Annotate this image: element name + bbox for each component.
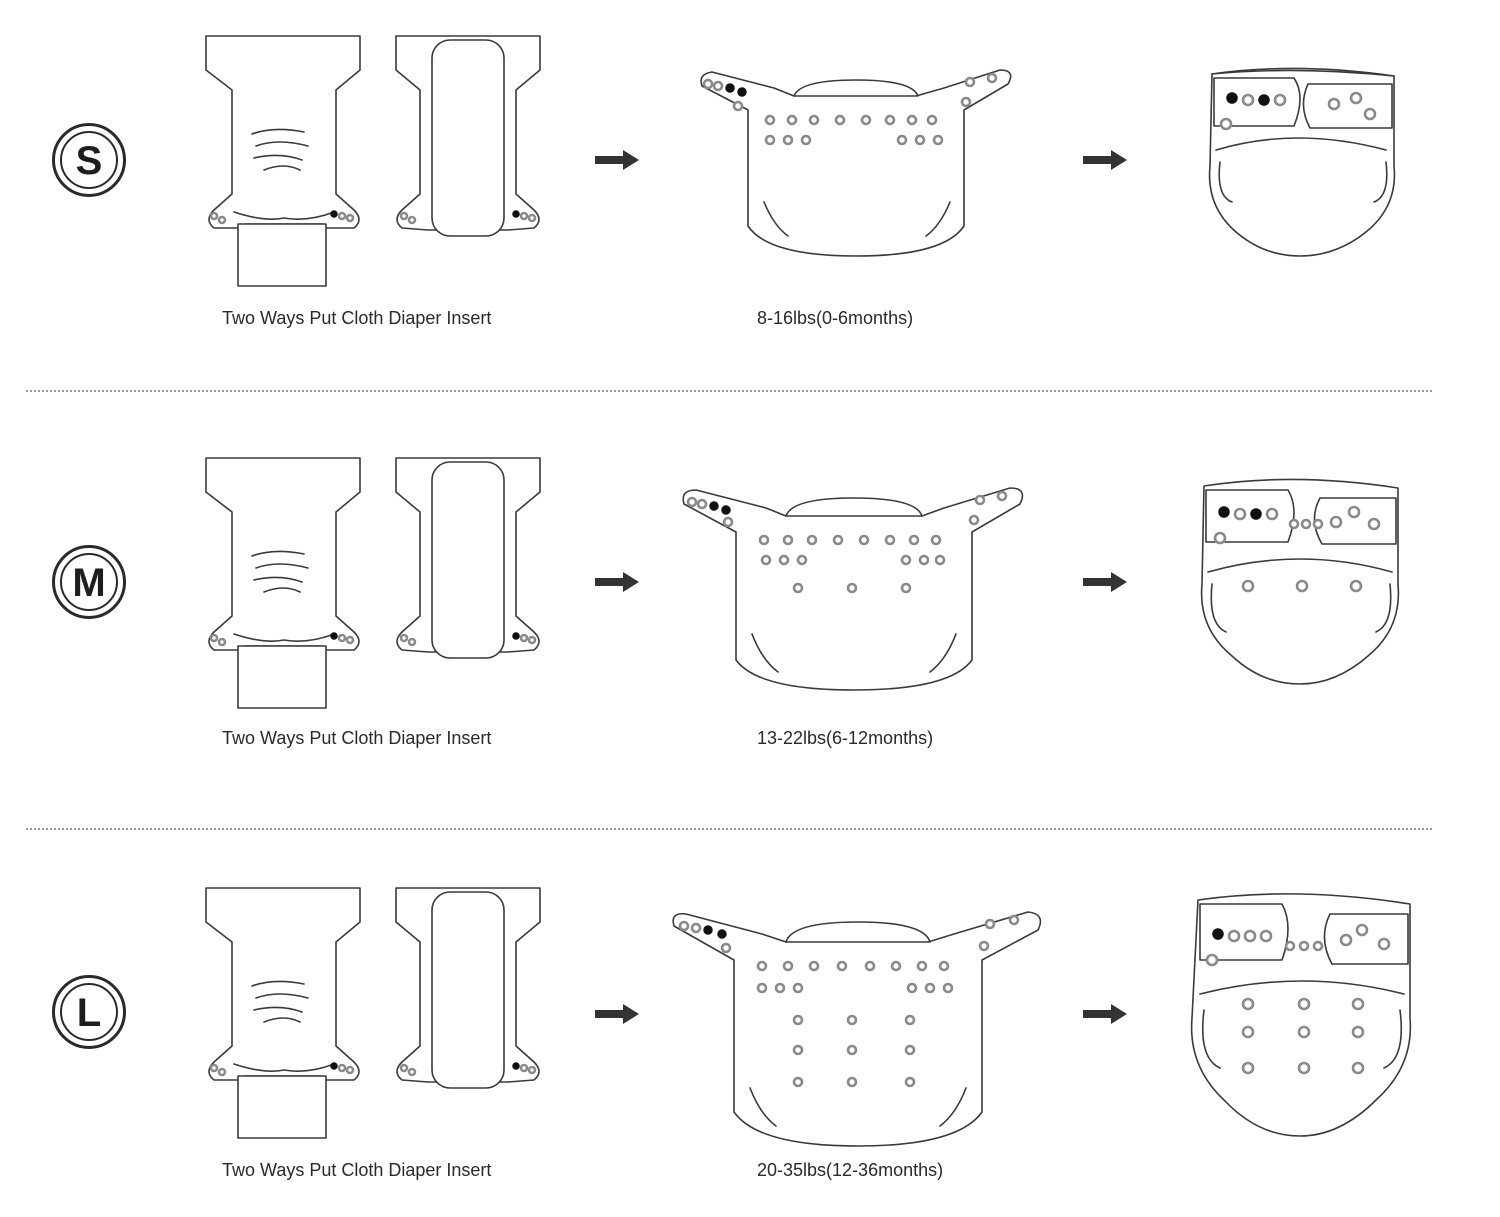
size-row-m: M Two Ways Put Cloth Diaper Insert 13-22… [0,420,1500,800]
size-badge-l: L [52,975,126,1049]
diaper-flat-illustration [682,487,1024,691]
diaper-insert-illustration [395,887,541,1089]
size-badge-m: M [52,545,126,619]
arrow-right-icon [1083,150,1127,170]
diaper-open-back-illustration [205,35,361,287]
diaper-open-back-illustration [205,457,361,709]
size-letter: M [72,560,106,605]
arrow-right-icon [595,1004,639,1024]
insert-caption: Two Ways Put Cloth Diaper Insert [222,308,492,328]
arrow-right-icon [595,572,639,592]
diaper-open-back-illustration [205,887,361,1139]
weight-caption: 8-16lbs(0-6months) [757,308,914,328]
diaper-insert-illustration [395,457,541,659]
diaper-flat-illustration [700,69,1012,257]
arrow-right-icon [1083,1004,1127,1024]
insert-caption: Two Ways Put Cloth Diaper Insert [222,1160,492,1180]
size-row-l: L Two Ways Put Cloth Diaper Insert 20-35… [0,850,1500,1217]
arrow-right-icon [1083,572,1127,592]
arrow-right-icon [595,150,639,170]
diaper-flat-illustration [672,911,1042,1147]
size-letter: S [75,138,103,183]
size-badge-s: S [52,123,126,197]
row-divider [26,828,1432,830]
size-row-s: S Two Ways Put Cloth Diaper Insert 8-16l… [0,0,1500,380]
weight-caption: 20-35lbs(12-36months) [757,1160,944,1180]
row-divider [26,390,1432,392]
diaper-fastened-illustration [1190,893,1412,1137]
weight-caption: 13-22lbs(6-12months) [757,728,934,748]
diaper-insert-illustration [395,35,541,237]
size-letter: L [76,990,102,1035]
insert-caption: Two Ways Put Cloth Diaper Insert [222,728,492,748]
diaper-fastened-illustration [1200,478,1400,685]
diaper-fastened-illustration [1208,67,1396,257]
